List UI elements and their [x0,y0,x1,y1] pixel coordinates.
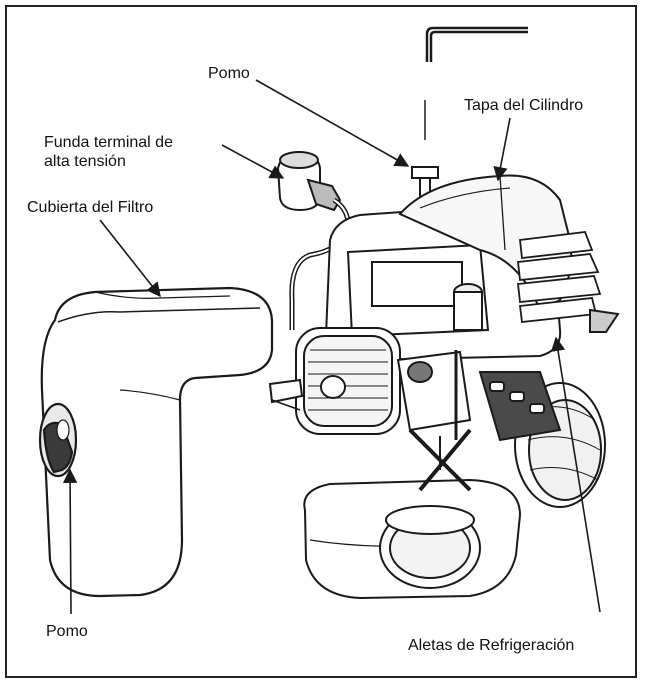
engine-body [268,174,620,600]
label-funda-line1: Funda terminal de [44,134,173,151]
filter-cover [38,286,274,598]
leader-cubierta [99,219,161,298]
spark-plug-boot [276,150,351,330]
leader-lines [62,79,601,615]
leader-funda [221,144,285,179]
label-cubierta-filtro: Cubierta del Filtro [27,199,154,216]
label-funda-line2: alta tensión [44,153,126,170]
leader-tapa-cilindro [493,117,511,182]
leader-pomo-top [255,79,410,167]
label-pomo-top: Pomo [208,65,250,82]
label-aletas: Aletas de Refrigeración [408,637,575,654]
leader-pomo-bottom [62,468,78,615]
leader-aletas [550,336,601,613]
label-tapa-cilindro: Tapa del Cilindro [464,97,584,114]
hex-key-tool [425,26,528,62]
label-pomo-bottom: Pomo [46,623,88,640]
top-knob [411,100,439,201]
